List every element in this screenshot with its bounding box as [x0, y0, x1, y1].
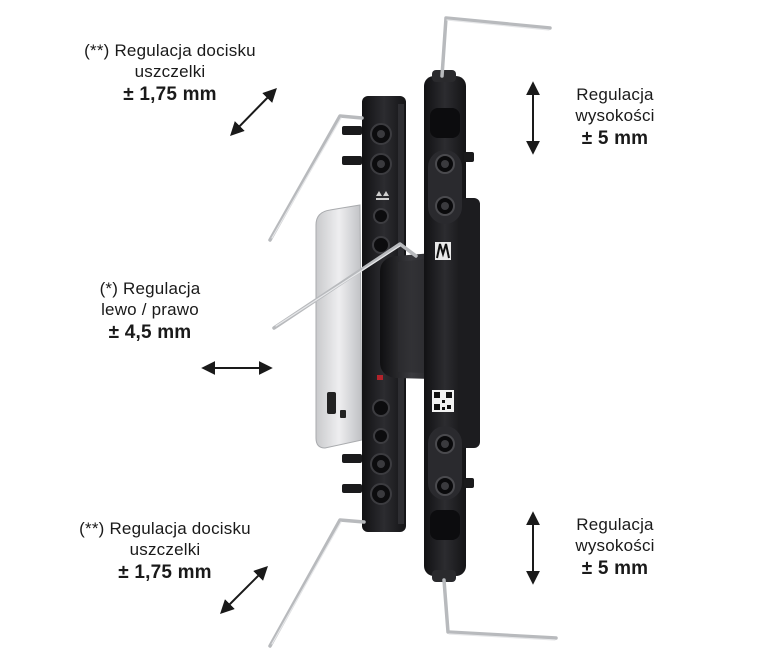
lateral-adjustment-line1: (*) Regulacja	[99, 279, 201, 298]
side-pins	[342, 126, 362, 493]
qr-code-icon	[432, 390, 454, 412]
frame-leaf-screws	[370, 123, 392, 505]
sash-leaf-center	[458, 198, 480, 448]
lateral-adjustment-line2: lewo / prawo	[101, 300, 199, 319]
direction-marking-icon	[376, 191, 389, 200]
red-indicator	[377, 375, 383, 380]
seal-adjustment-bottom-value: ± 1,75 mm	[118, 562, 212, 583]
height-adjustment-top-line1: Regulacja	[576, 85, 654, 104]
height-adjustment-top-value: ± 5 mm	[581, 128, 649, 149]
allen-key-shading	[271, 19, 556, 645]
height-adjustment-bottom-value: ± 5 mm	[581, 558, 649, 579]
plate-slot	[327, 392, 336, 414]
steel-mounting-plate	[315, 204, 363, 449]
seal-adjustment-bottom-line2: uszczelki	[129, 540, 201, 559]
double-arrow-diagonal-icon	[220, 566, 268, 614]
height-adjustment-bottom-line1: Regulacja	[576, 515, 654, 534]
seal-adjustment-top-line1: (**) Regulacja docisku	[84, 41, 256, 60]
height-adjustment-bottom-line2: wysokości	[575, 536, 655, 555]
lateral-adjustment-value: ± 4,5 mm	[108, 322, 192, 343]
manufacturer-logo-icon	[435, 242, 451, 260]
height-adjustment-top-line2: wysokości	[575, 106, 655, 125]
double-arrow-diagonal-icon	[230, 87, 277, 137]
seal-adjustment-top-line2: uszczelki	[134, 62, 206, 81]
seal-adjustment-top-value: ± 1,75 mm	[123, 84, 217, 105]
sash-side-pins	[464, 152, 474, 488]
height-adjustment-bottom-label: Regulacja wysokości ± 5 mm	[540, 514, 690, 582]
sash-bottom-cap	[432, 570, 456, 582]
height-adjustment-top-label: Regulacja wysokości ± 5 mm	[540, 84, 690, 152]
allen-key-icon	[268, 16, 558, 648]
seal-adjustment-bottom-label: (**) Regulacja docisku uszczelki ± 1,75 …	[40, 518, 290, 586]
seal-adjustment-bottom-line1: (**) Regulacja docisku	[79, 519, 251, 538]
sash-top-cap	[432, 70, 456, 82]
lateral-adjustment-label: (*) Regulacja lewo / prawo ± 4,5 mm	[60, 278, 240, 346]
seal-adjustment-top-label: (**) Regulacja docisku uszczelki ± 1,75 …	[50, 40, 290, 108]
sash-leaf-screws	[428, 108, 462, 540]
plate-slot	[340, 410, 346, 418]
